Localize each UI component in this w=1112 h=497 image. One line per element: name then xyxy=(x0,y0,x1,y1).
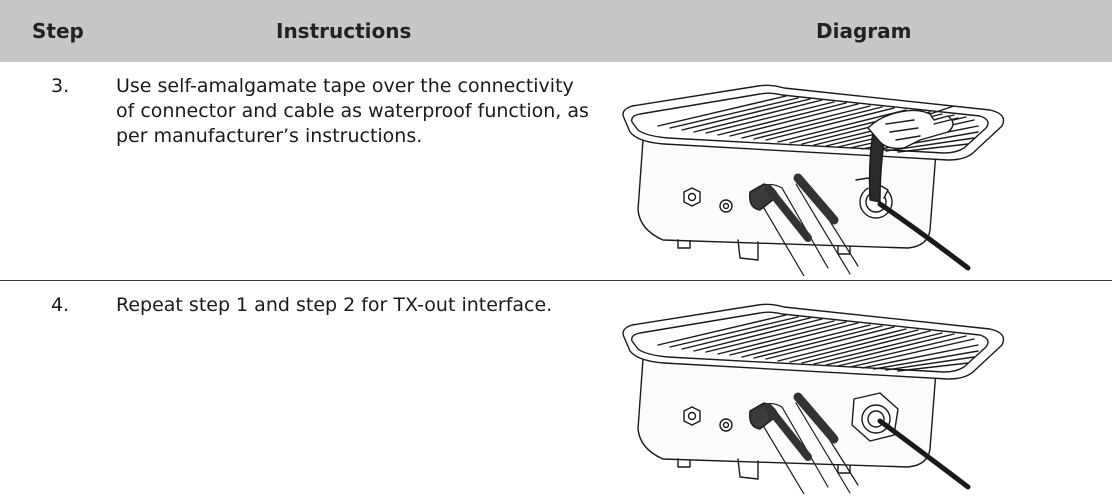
header-step: Step xyxy=(32,19,84,43)
outdoor-unit-taping-diagram-icon xyxy=(618,80,1018,276)
table-row: 3. Use self-amalgamate tape over the con… xyxy=(0,62,1112,280)
step-number: 3. xyxy=(51,75,70,97)
header-diagram: Diagram xyxy=(816,19,912,43)
table-header: Step Instructions Diagram xyxy=(0,0,1112,62)
step-number: 4. xyxy=(51,294,70,316)
instruction-text: Repeat step 1 and step 2 for TX-out inte… xyxy=(116,294,553,316)
instruction-text: Use self-amalgamate tape over the connec… xyxy=(116,75,589,147)
header-instructions: Instructions xyxy=(276,19,412,43)
outdoor-unit-connected-diagram-icon xyxy=(618,299,1018,494)
row-divider xyxy=(0,280,1112,281)
table-row: 4. Repeat step 1 and step 2 for TX-out i… xyxy=(0,281,1112,497)
